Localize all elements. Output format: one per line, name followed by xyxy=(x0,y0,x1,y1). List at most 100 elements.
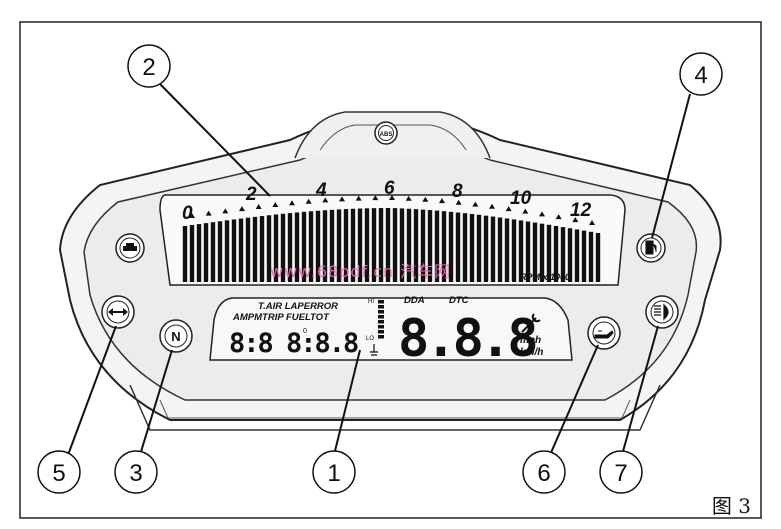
tach-tick-marker xyxy=(355,195,362,201)
housing-chin-inner xyxy=(159,399,631,419)
tach-tick-marker xyxy=(322,197,329,203)
tach-bar-segment xyxy=(420,209,426,282)
coolant-temp-bargraph xyxy=(378,300,384,339)
callout-circle-6 xyxy=(522,450,566,494)
tach-tick-marker xyxy=(455,199,462,205)
unit-mph: mph xyxy=(520,335,541,346)
leader-7 xyxy=(621,325,659,456)
tach-bar-segment xyxy=(336,209,342,282)
fuel-pump-icon xyxy=(645,240,657,255)
tach-bar-segment xyxy=(259,216,265,282)
temp-bar-segment xyxy=(378,320,384,324)
tach-bar-segment xyxy=(511,219,517,282)
callout-circles xyxy=(37,44,723,494)
temp-bar-segment xyxy=(378,310,384,314)
tach-tick-marker xyxy=(272,202,279,208)
tach-bar-segment xyxy=(434,210,440,282)
housing-chin xyxy=(129,384,661,431)
tach-bar-segment xyxy=(588,231,594,282)
unit-kmh: km/h xyxy=(520,347,543,358)
tach-bar-segment xyxy=(525,221,531,282)
leader-6 xyxy=(549,344,599,456)
watermark: www.68pdf.cn 汽车网 xyxy=(270,262,452,281)
temp-bar-segment xyxy=(378,330,384,334)
temp-bar-segment xyxy=(378,315,384,319)
tach-bar-segment xyxy=(315,210,321,282)
turn-arrows-icon xyxy=(108,308,128,316)
tach-bar-segment xyxy=(595,233,601,282)
tach-bar-segment xyxy=(560,227,566,282)
figure-frame xyxy=(19,21,762,519)
tach-bar-segment xyxy=(455,212,461,282)
tach-tick-marker xyxy=(389,195,395,200)
tach-bar-segment xyxy=(196,224,202,282)
tach-tick-marker xyxy=(255,204,262,209)
tach-bar-segment xyxy=(448,211,454,282)
tach-tick-marker xyxy=(239,206,245,212)
oil-can-icon xyxy=(594,330,614,339)
tach-tick-marker xyxy=(539,211,545,217)
tach-bar-segment xyxy=(469,213,475,282)
tach-bar-segment xyxy=(518,220,524,282)
tach-bar-segment xyxy=(203,223,209,282)
tach-bar-segment xyxy=(217,221,223,282)
callout-4: 4 xyxy=(694,62,707,89)
tach-bar-segment xyxy=(504,218,510,282)
temp-lo-label: LO xyxy=(366,336,374,342)
callout-3: 3 xyxy=(129,460,142,487)
callout-6: 6 xyxy=(537,460,550,487)
tach-bar-segment xyxy=(210,222,216,282)
tach-tick-marker xyxy=(489,203,495,209)
tach-bar-segment xyxy=(427,210,433,282)
tach-tick-marker xyxy=(522,208,529,214)
figure-caption: 图 3 xyxy=(711,494,751,518)
tach-bar-segment xyxy=(189,225,195,282)
callout-5: 5 xyxy=(52,460,65,487)
tach-bar-segment xyxy=(483,215,489,282)
tach-tick-marker xyxy=(405,195,412,201)
tach-tick-marker xyxy=(422,196,429,202)
tach-bar-segment xyxy=(392,208,398,282)
tach-bar-segment xyxy=(567,228,573,282)
neutral-lamp-ring xyxy=(164,324,188,348)
engine-check-lamp-ring xyxy=(119,237,141,259)
rpm-unit-label: RPM x 1000 xyxy=(520,272,570,282)
temp-bar-segment xyxy=(378,335,384,339)
tach-bar-segment xyxy=(539,223,545,282)
dtc-label: DTC xyxy=(449,295,469,306)
tach-label-8: 8 xyxy=(452,181,463,202)
tachometer-bargraph xyxy=(182,208,601,282)
tach-bar-segment xyxy=(581,230,587,282)
tach-label-2: 2 xyxy=(245,184,257,205)
high-beam-icon xyxy=(654,303,669,321)
tach-tick-marker xyxy=(305,198,312,204)
tach-bar-segment xyxy=(399,208,405,282)
tach-bar-segment xyxy=(231,219,237,282)
lcd-small-zero: 0 xyxy=(303,328,307,335)
callout-1: 1 xyxy=(327,460,340,487)
tach-tick-marker xyxy=(555,214,562,220)
tach-bar-segment xyxy=(329,209,335,282)
high-beam-lamp-ring xyxy=(650,300,674,324)
tach-bar-segment xyxy=(273,214,279,282)
tach-tick-marker xyxy=(189,213,195,218)
tach-tick-marker xyxy=(289,200,295,206)
thermometer-icon xyxy=(370,344,378,356)
engine-icon xyxy=(123,243,137,251)
tach-bar-segment xyxy=(224,220,230,282)
tach-tick-marker xyxy=(505,206,512,212)
tach-bar-segment xyxy=(252,216,258,282)
tach-bar-segment xyxy=(343,209,349,282)
tachometer-tick-markers xyxy=(189,195,595,225)
tach-bar-segment xyxy=(238,218,244,282)
tach-bar-segment xyxy=(357,208,363,282)
lcd-small-digits: 8:8 8:8.8 xyxy=(229,328,358,359)
callout-7: 7 xyxy=(614,460,627,487)
tach-label-12: 12 xyxy=(570,200,592,221)
tach-bar-segment xyxy=(182,226,188,282)
temp-bar-segment xyxy=(378,305,384,309)
tach-bar-segment xyxy=(294,212,300,282)
lcd-display xyxy=(209,297,573,361)
tach-bar-segment xyxy=(266,215,272,282)
